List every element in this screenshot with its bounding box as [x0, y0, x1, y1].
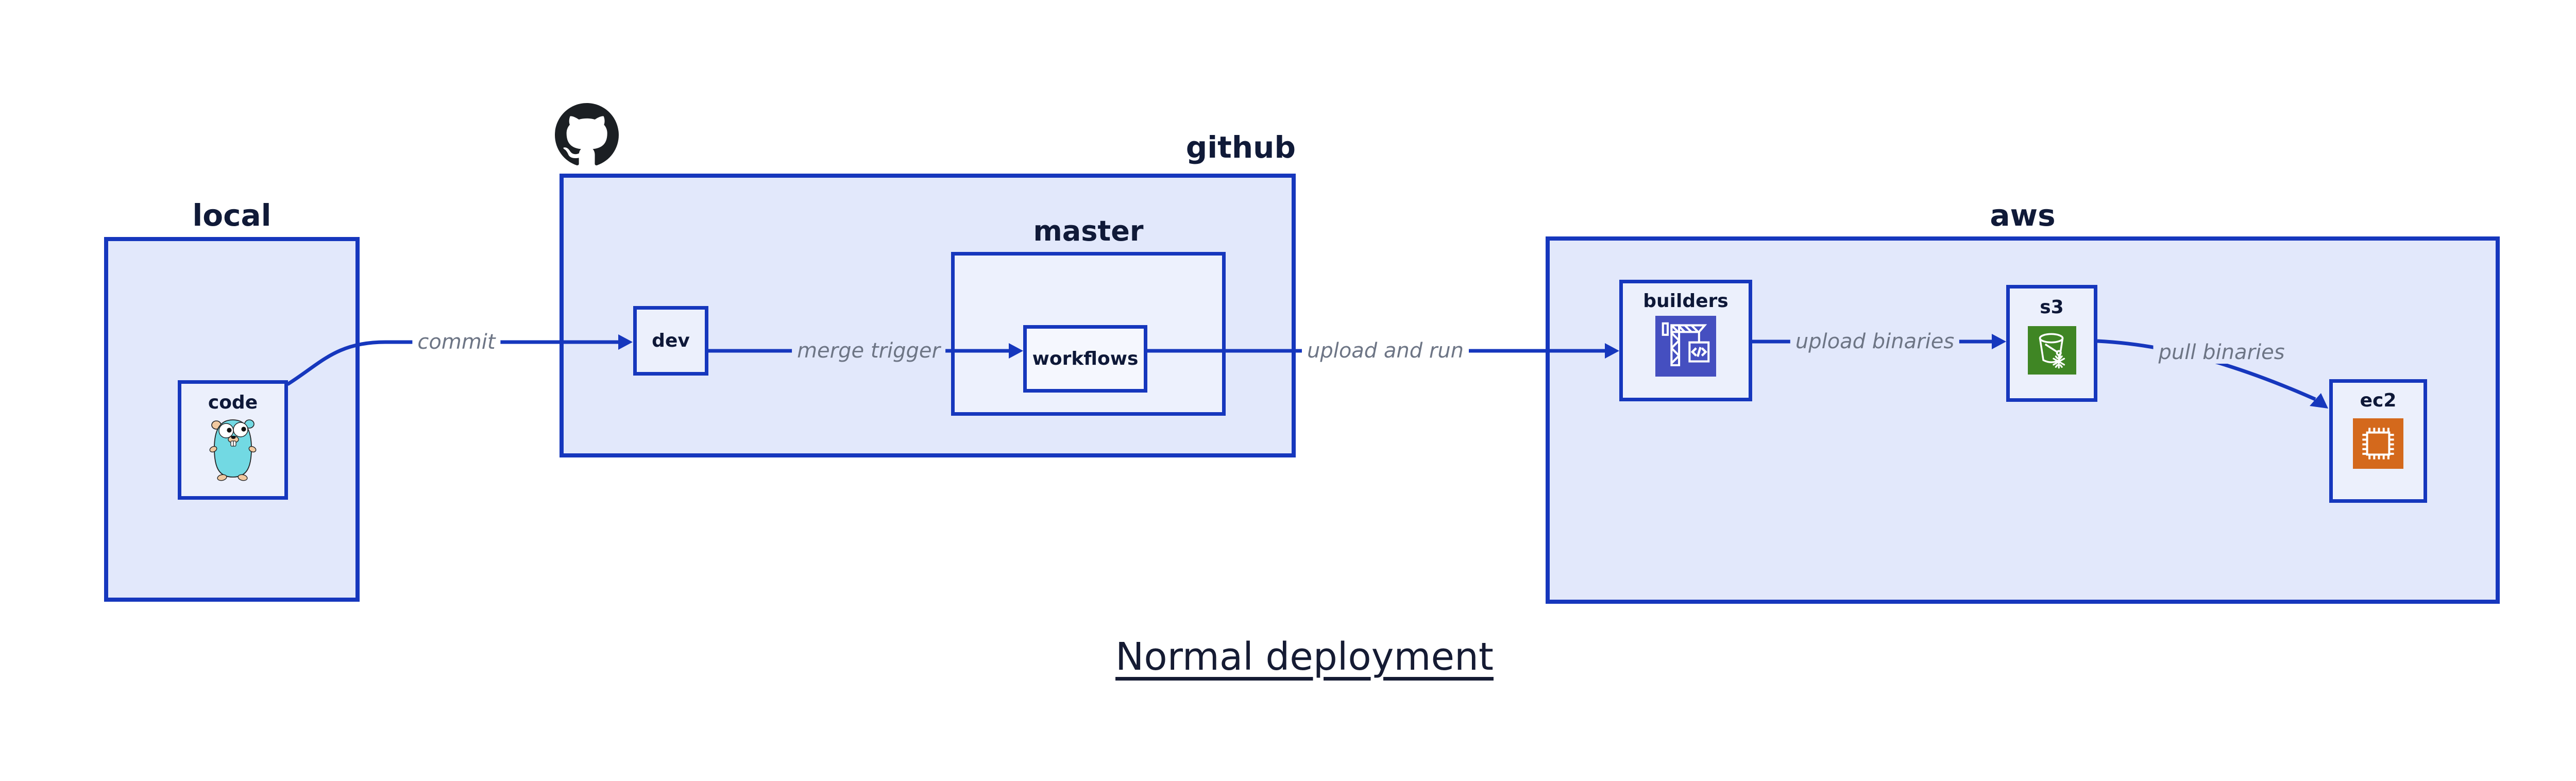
- commit-edge-label: commit: [412, 331, 501, 353]
- diagram-title: Normal deployment: [1115, 635, 1494, 679]
- dev-node: dev: [633, 306, 708, 376]
- aws-s3-bucket-icon: [2027, 326, 2076, 375]
- github-container-label: github: [1185, 130, 1296, 165]
- aws-codebuild-crane-icon: [1655, 316, 1716, 377]
- merge-trigger-edge-label: merge trigger: [792, 339, 945, 362]
- aws-container-label: aws: [1990, 198, 2056, 233]
- master-container-label: master: [1033, 215, 1144, 247]
- aws-ec2-chip-icon: [2353, 418, 2403, 469]
- s3-node: s3: [2006, 285, 2097, 402]
- builders-node-label: builders: [1643, 291, 1728, 312]
- workflows-node: workflows: [1023, 325, 1147, 393]
- ec2-node: ec2: [2329, 379, 2427, 503]
- s3-node-label: s3: [2040, 297, 2064, 318]
- local-container-label: local: [192, 198, 272, 233]
- go-gopher-icon: [209, 419, 257, 481]
- code-node: code: [178, 380, 288, 500]
- workflows-node-label: workflows: [1032, 348, 1139, 369]
- ec2-node-label: ec2: [2360, 390, 2397, 411]
- builders-node: builders: [1619, 280, 1752, 401]
- github-octocat-icon: [555, 103, 619, 165]
- dev-node-label: dev: [652, 330, 690, 351]
- upload-binaries-edge-label: upload binaries: [1790, 330, 1960, 353]
- code-node-label: code: [208, 392, 258, 413]
- pull-binaries-edge-label: pull binaries: [2153, 341, 2290, 364]
- upload-and-run-edge-label: upload and run: [1301, 339, 1469, 362]
